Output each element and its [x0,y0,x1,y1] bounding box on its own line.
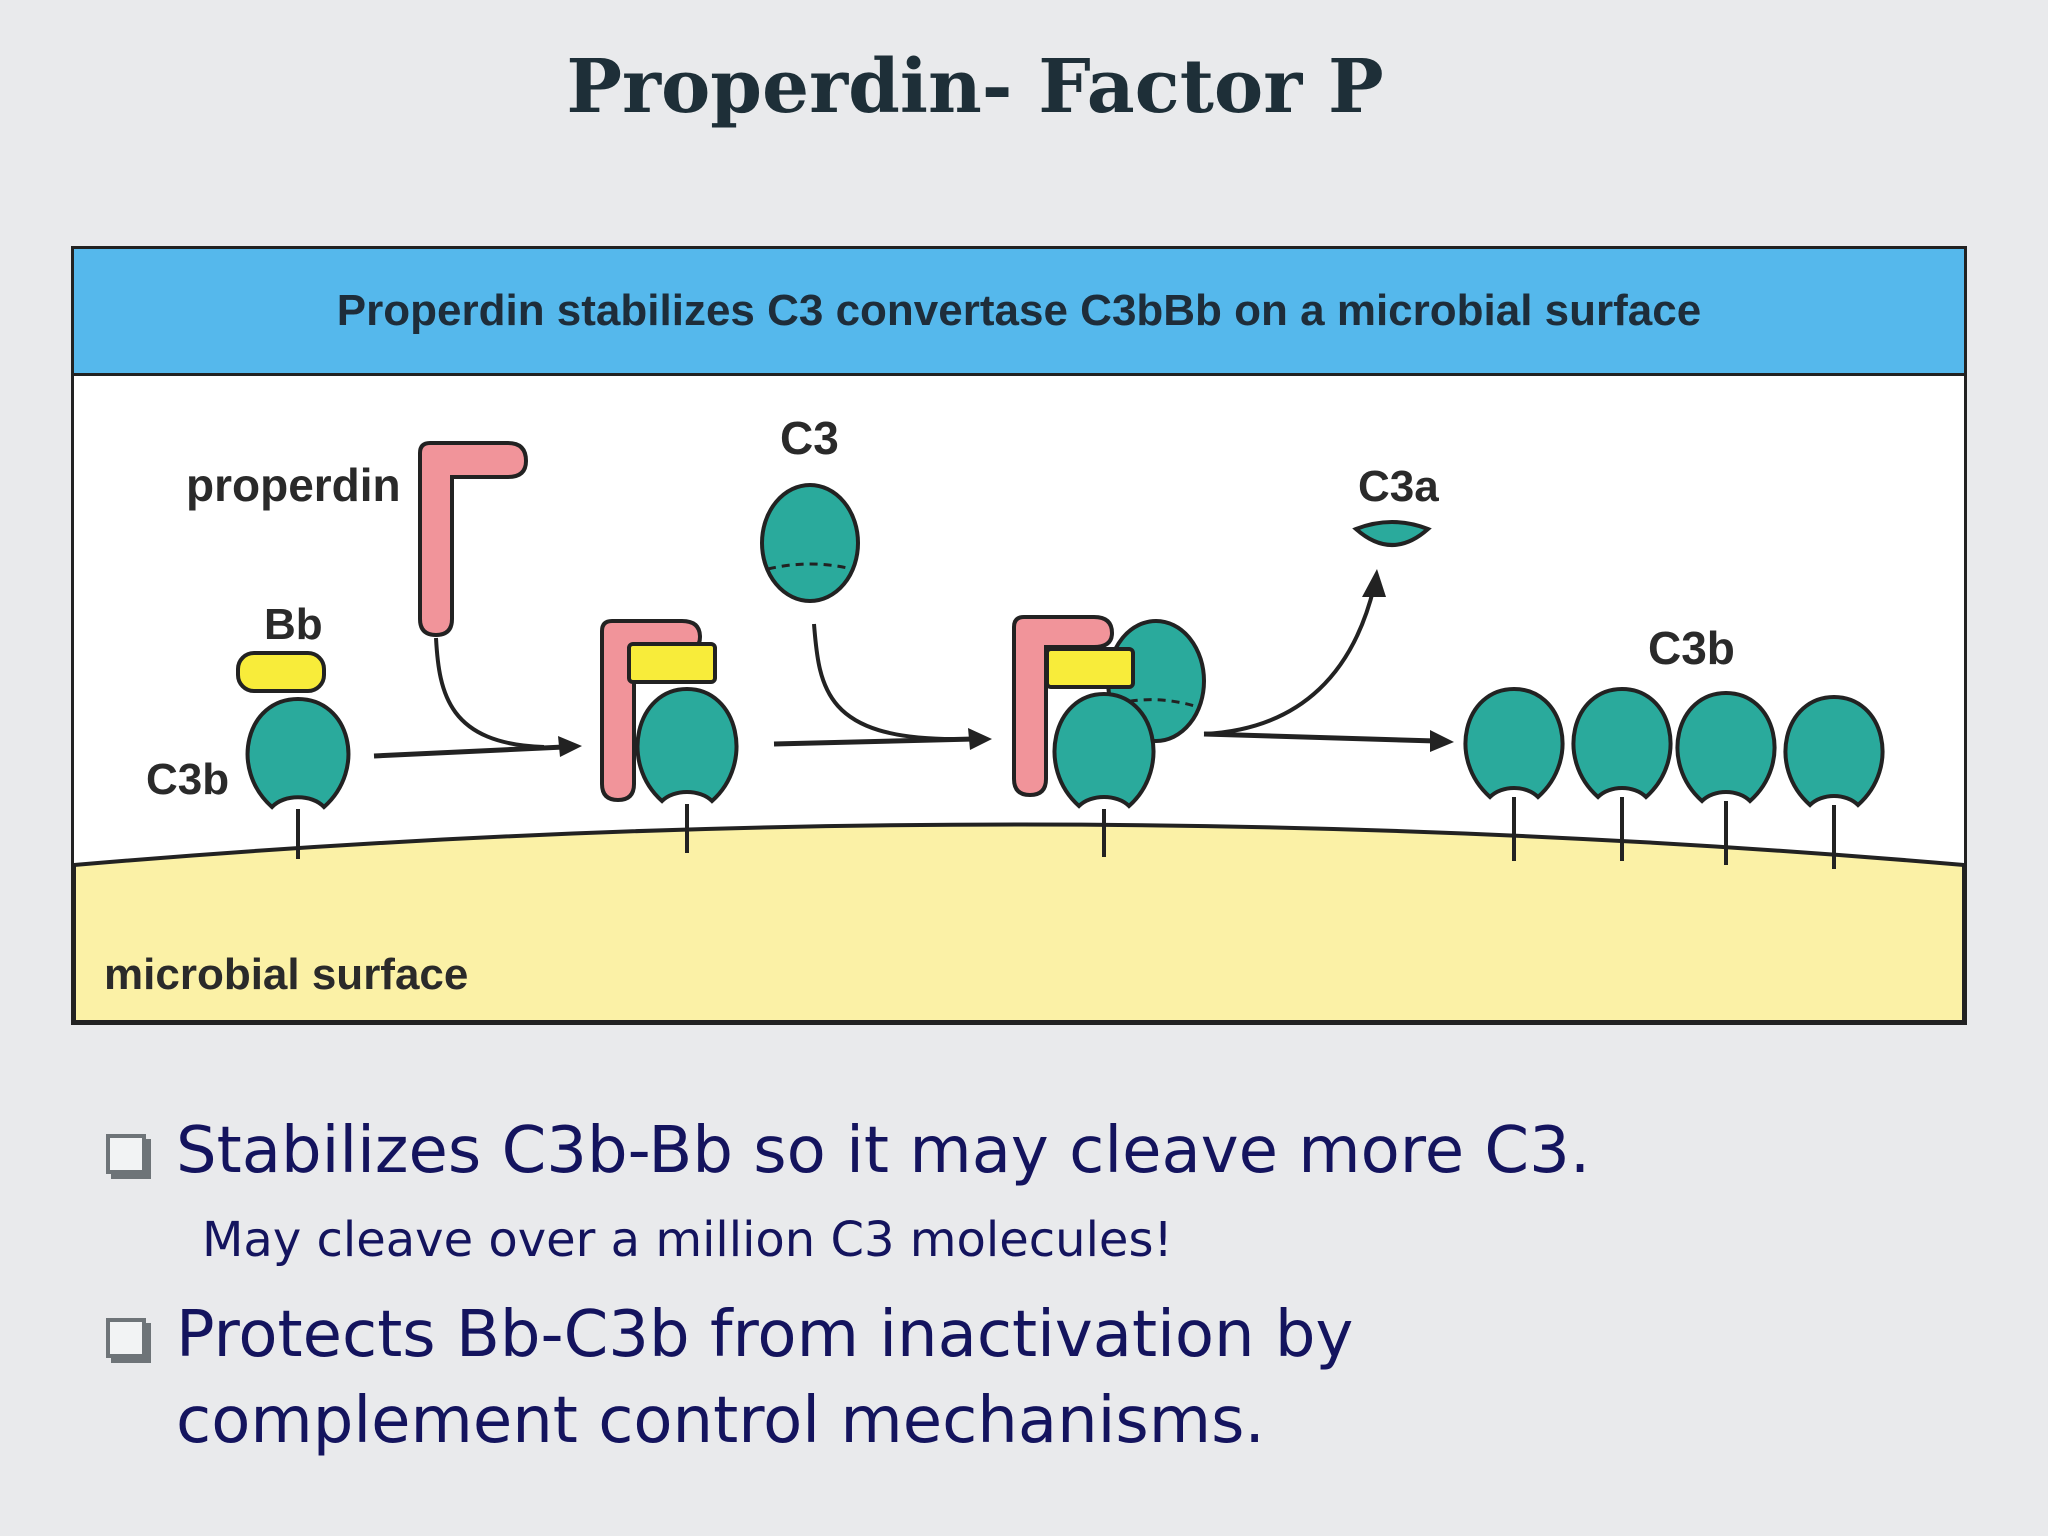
c3b-left-label: C3b [146,755,229,804]
pathway-diagram: microbial surface properdin Bb C3b C3 C3… [74,412,1964,1022]
bb-label: Bb [264,600,323,649]
c3b-deposited-3 [1675,690,1777,865]
bullet-2-text-line-1: Protects Bb-C3b from inactivation by [176,1298,1354,1372]
bullet-1-text: Stabilizes C3b-Bb so it may cleave more … [176,1114,1591,1188]
microbial-surface-label: microbial surface [104,950,468,999]
c3b-right-label: C3b [1648,622,1735,674]
slide-title: Properdin- Factor P [566,44,1384,130]
c3a-label: C3a [1358,462,1439,511]
figure-header-text: Properdin stabilizes C3 convertase C3bBb… [336,286,1702,335]
c3b-deposited-1 [1463,686,1565,861]
c3b-deposited-4 [1783,694,1885,869]
figure-header: Properdin stabilizes C3 convertase C3bBb… [74,249,1964,376]
convertase-c3-complex [1012,615,1206,857]
bullet-checkbox-icon [106,1134,146,1174]
pathway-figure: Properdin stabilizes C3 convertase C3bBb… [71,246,1967,1025]
c3-label: C3 [780,412,839,464]
bullet-1-subtext: May cleave over a million C3 molecules! [202,1212,1173,1268]
c3a-fragment [1352,520,1432,547]
microbial-surface [74,822,1964,1022]
cleavage-arrow [1203,569,1454,752]
properdin-molecule [418,441,529,638]
c3b-bb-complex [236,651,351,859]
bullet-2-text-line-2: complement control mechanisms. [176,1384,1265,1458]
bullet-checkbox-icon [106,1318,146,1358]
binding-arrow-1 [373,637,582,759]
c3bbbp-complex [600,619,739,853]
properdin-label: properdin [186,459,401,511]
c3-molecule [760,483,860,603]
c3b-deposited-2 [1571,686,1673,861]
binding-arrow-2 [773,623,992,750]
